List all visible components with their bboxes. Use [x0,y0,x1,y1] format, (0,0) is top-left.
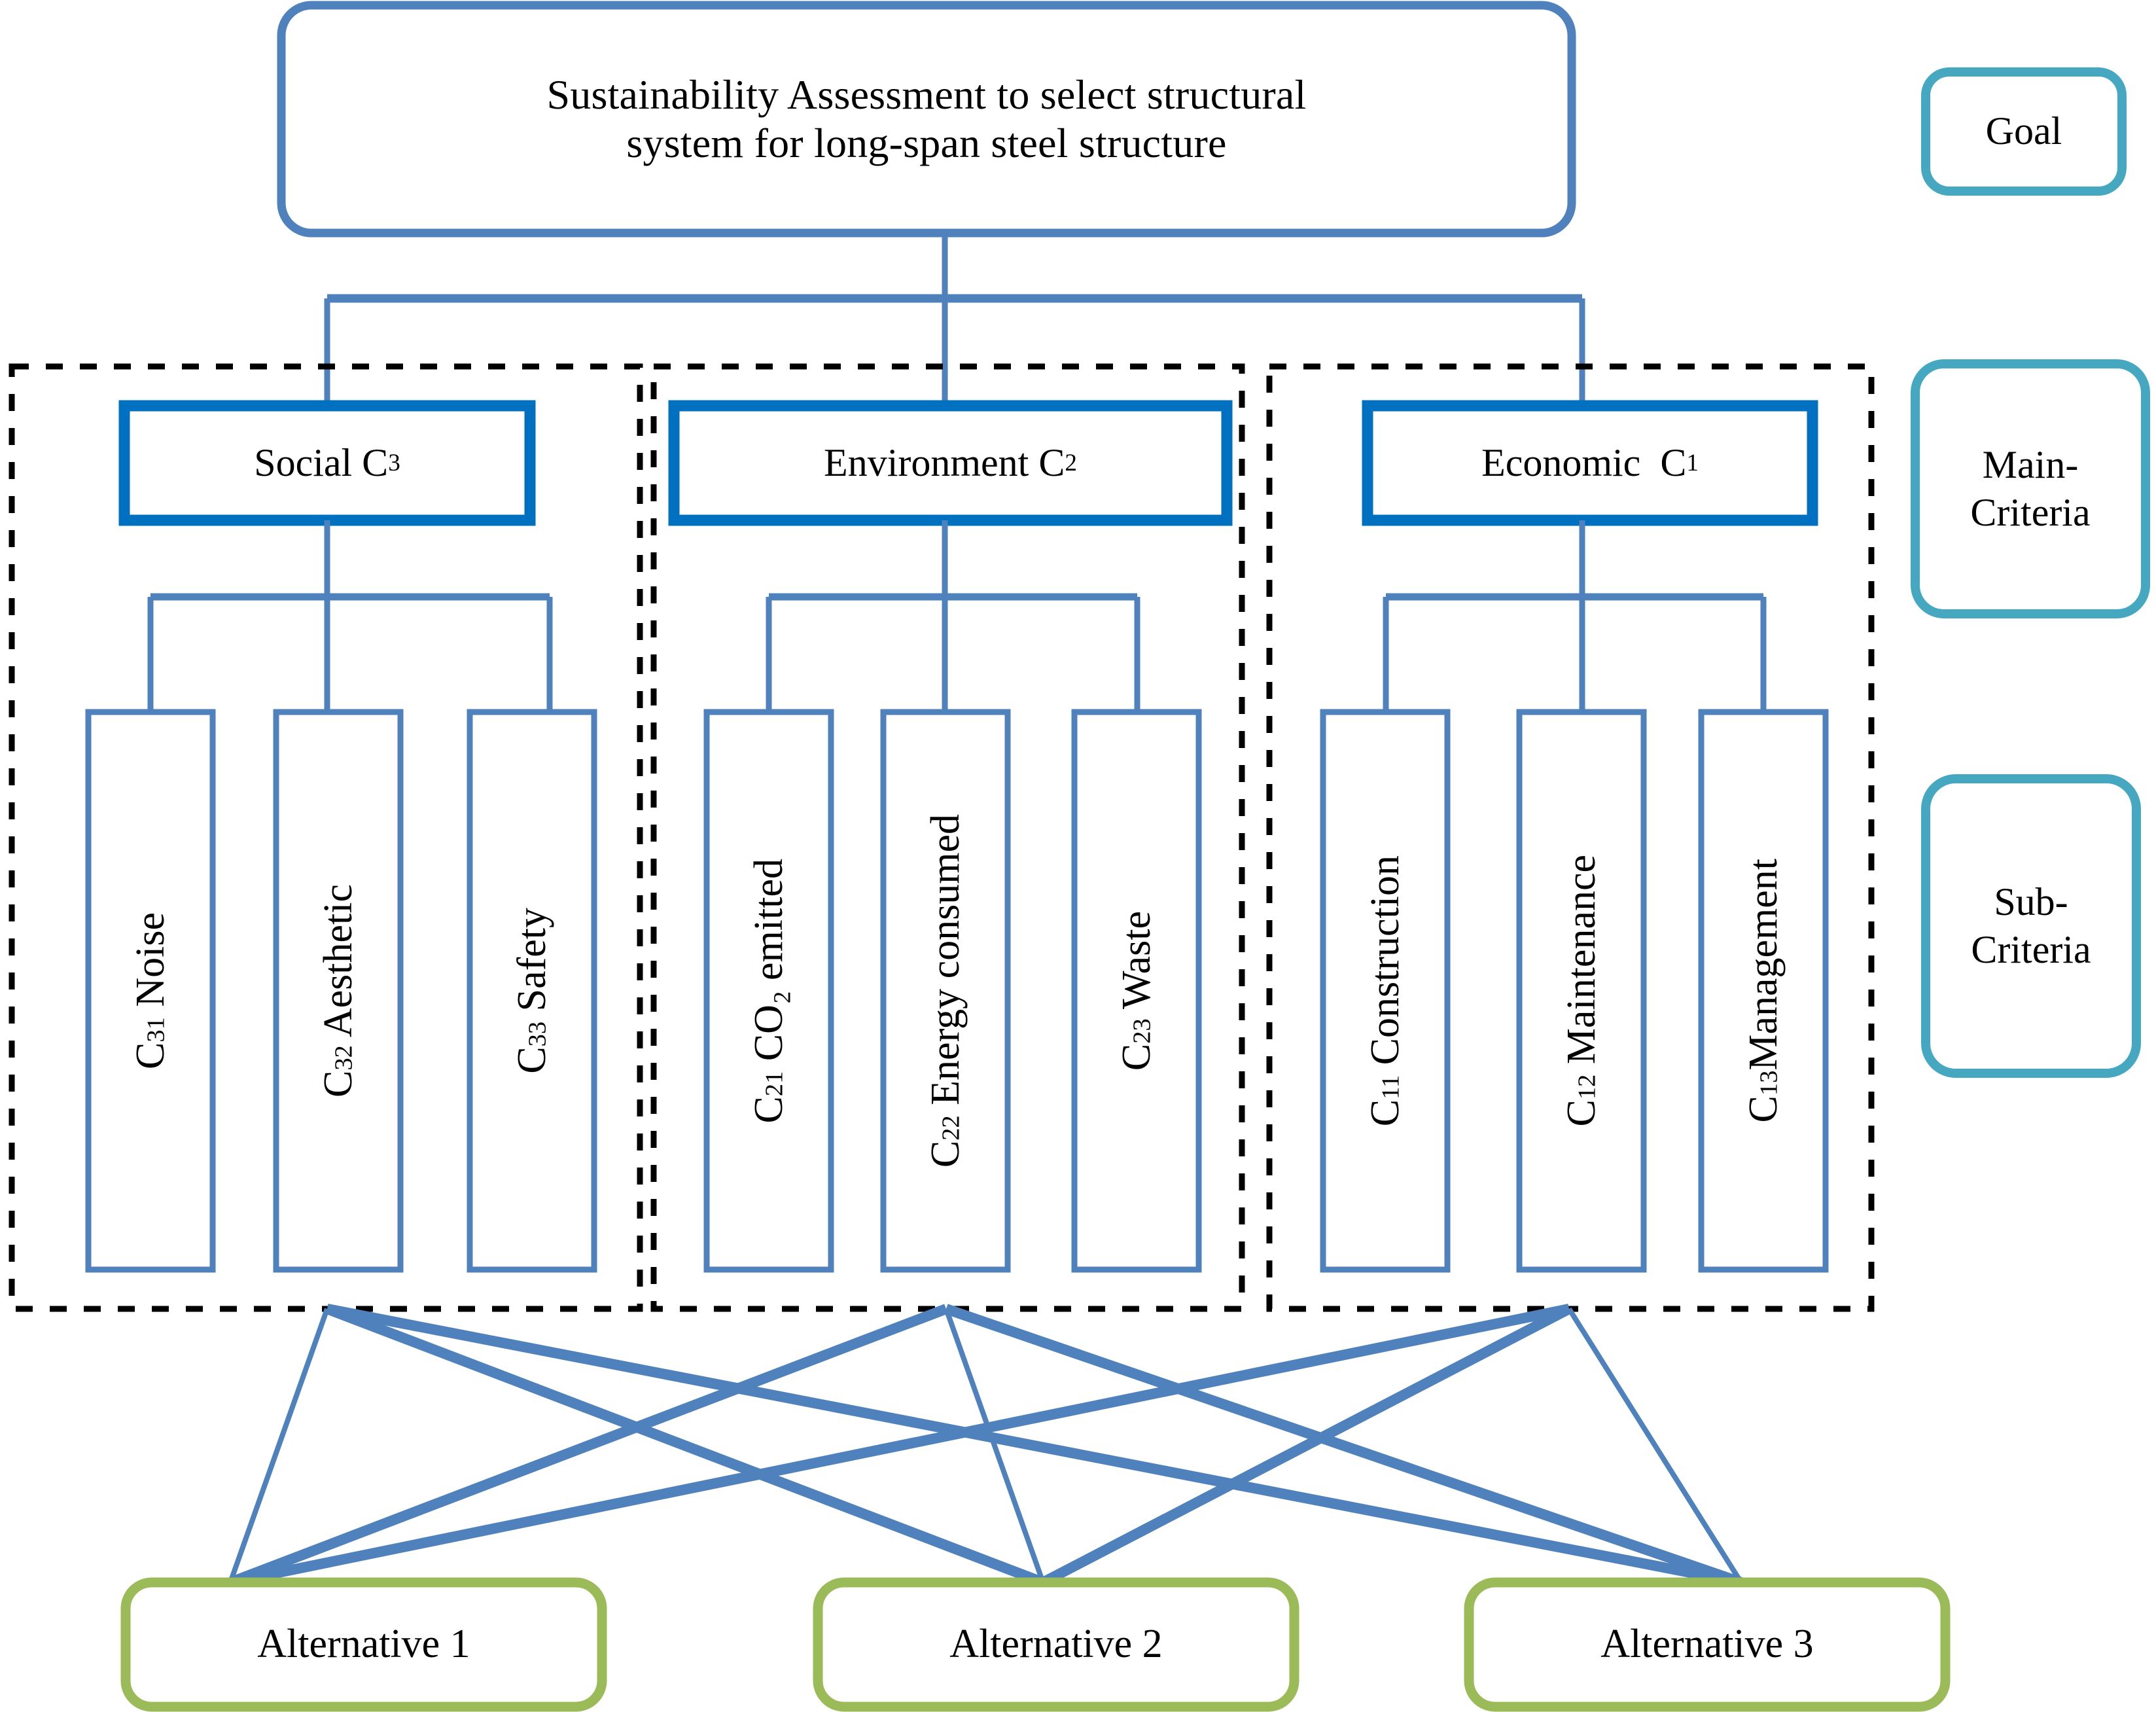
sub-criteria-box-c31[interactable] [85,709,216,1273]
link-economic-alt1 [229,1304,1570,1588]
sub-criteria-name-c33: Safety [509,908,554,1022]
sub-criteria-name-c13: Management [1741,859,1786,1071]
sub-criteria-box-c22[interactable] [880,709,1011,1273]
alternative-connectors [228,1304,1744,1588]
sub-criteria-label-c31: C31 Noise [88,712,213,1270]
sub-criteria-code-c22: C [923,1140,968,1168]
sub-criteria-index-c31: 31 [141,1017,169,1043]
alternative-box-3[interactable] [1464,1577,1951,1712]
main-criteria-box-economic[interactable] [1362,400,1818,526]
sub-criteria-code-c23: C [1114,1043,1159,1071]
sub-criteria-name-c31: Noise [128,912,173,1018]
sub-criteria-name-c21: CO₂ emitted [746,858,791,1071]
sub-criteria-index-c11: 11 [1376,1075,1404,1099]
sub-criteria-name-c22: Energy consumed [923,813,968,1116]
legend-box-sub-criteria [1921,774,2141,1078]
sub-criteria-label-c11: C11 Construction [1323,712,1447,1270]
link-social-alt1 [228,1308,330,1584]
link-environment-alt3 [944,1304,1743,1588]
sub-criteria-label-c23: C23 Waste [1074,712,1199,1270]
sub-criteria-label-c33: C33 Safety [470,712,594,1270]
sub-criteria-name-c11: Construction [1362,855,1407,1075]
main-criteria-box-social[interactable] [118,400,536,526]
sub-criteria-label-c21: C21 CO₂ emitted [707,712,831,1270]
sub-criteria-name-c32: Aesthetic [315,884,361,1046]
link-social-alt3 [326,1304,1742,1588]
sub-criteria-box-c21[interactable] [703,709,834,1273]
sub-criteria-index-c12: 12 [1572,1074,1600,1100]
sub-criteria-code-c33: C [509,1046,554,1074]
sub-criteria-name-c12: Maintenance [1559,855,1604,1075]
sub-criteria-box-c13[interactable] [1698,709,1829,1273]
alternative-box-2[interactable] [813,1577,1299,1712]
sub-criteria-box-c33[interactable] [467,709,597,1273]
main-criteria-box-environment[interactable] [668,400,1233,526]
sub-criteria-index-c22: 22 [936,1115,964,1141]
sub-criteria-label-c22: C22 Energy consumed [883,712,1008,1270]
sub-criteria-code-c12: C [1559,1099,1604,1127]
sub-criteria-box-c32[interactable] [273,709,404,1273]
sub-criteria-code-c11: C [1362,1099,1407,1127]
sub-criteria-code-c32: C [315,1070,361,1097]
group-box-environment [650,363,1245,1312]
sub-criteria-box-c11[interactable] [1320,709,1451,1273]
sub-criteria-index-c23: 23 [1127,1018,1156,1044]
alternative-box-1[interactable] [120,1577,607,1712]
sub-criteria-name-c23: Waste [1114,910,1159,1019]
legend-box-goal [1921,67,2127,196]
sub-criteria-code-c31: C [128,1042,173,1069]
link-economic-alt3 [1566,1307,1744,1584]
sub-criteria-index-c13: 13 [1754,1070,1782,1096]
sub-criteria-label-c32: C32 Aesthetic [276,712,400,1270]
sub-criteria-box-c23[interactable] [1071,709,1202,1273]
legend-box-main-criteria [1911,359,2150,618]
link-social-alt2 [325,1304,1045,1588]
link-environment-alt1 [228,1304,948,1588]
sub-criteria-code-c21: C [746,1096,791,1124]
sub-criteria-index-c21: 21 [760,1071,788,1096]
sub-criteria-label-c12: C12 Maintenance [1519,712,1644,1270]
link-environment-alt2 [944,1308,1046,1584]
sub-criteria-code-c13: C [1741,1096,1786,1123]
goal-box[interactable] [277,1,1576,238]
sub-criteria-index-c33: 33 [523,1022,551,1047]
sub-criteria-box-c12[interactable] [1516,709,1647,1273]
sub-criteria-index-c32: 32 [329,1045,357,1071]
sub-criteria-label-c13: C13Management [1701,712,1826,1270]
link-economic-alt2 [1040,1304,1572,1588]
